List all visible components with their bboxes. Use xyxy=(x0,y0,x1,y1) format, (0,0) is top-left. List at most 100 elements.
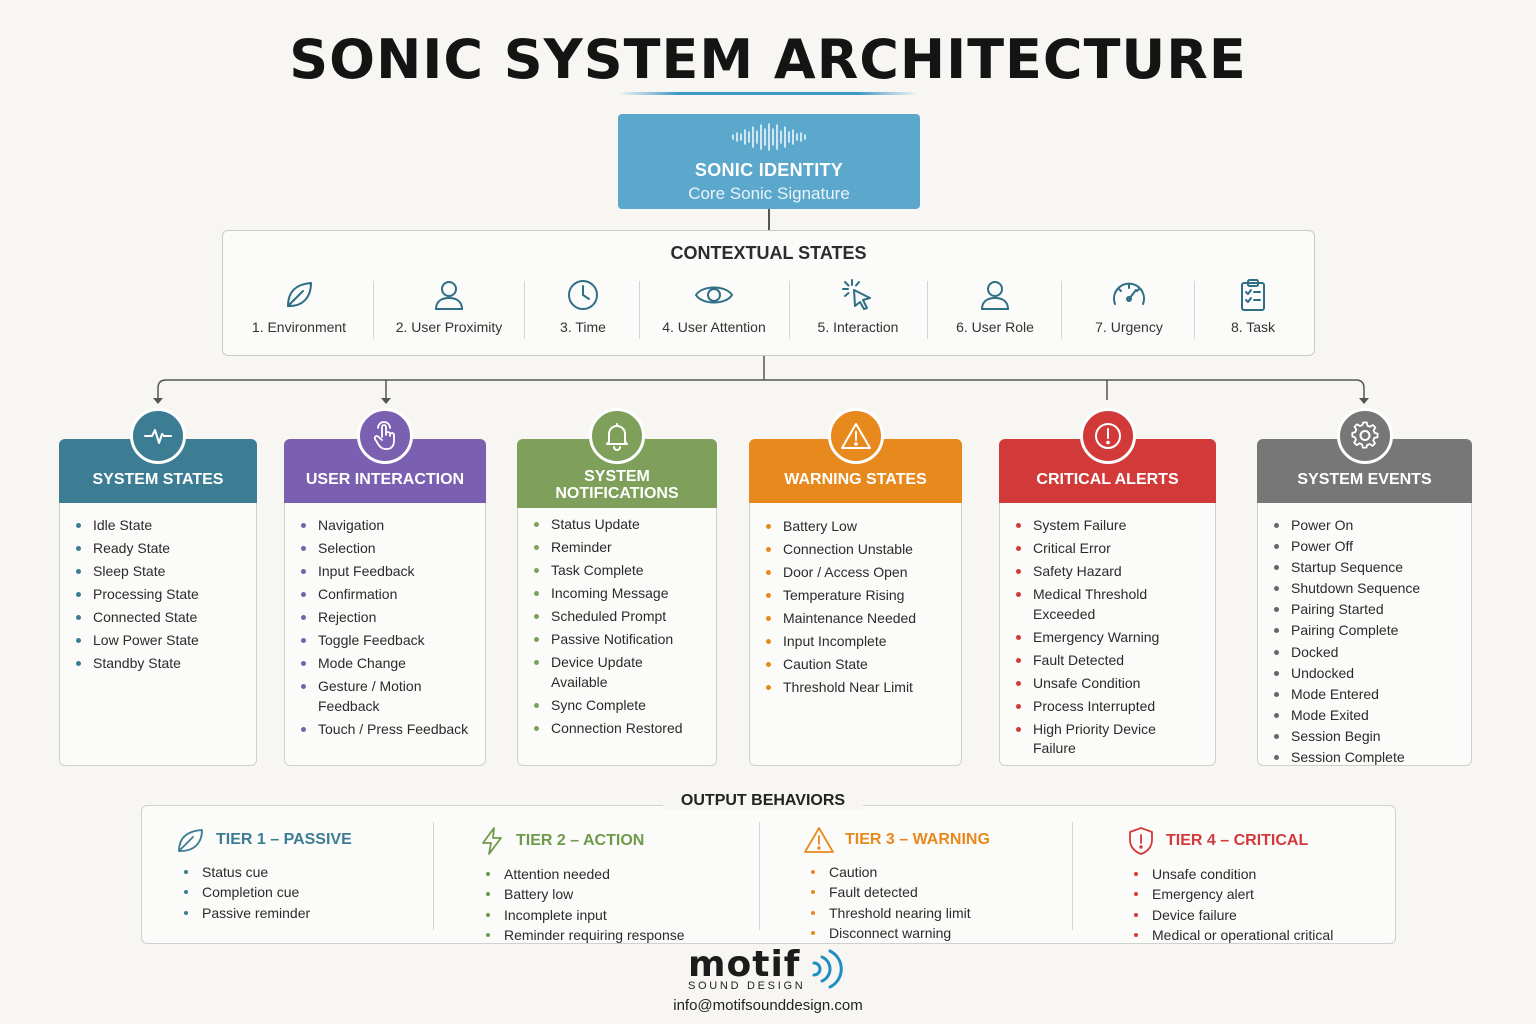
tier-header: TIER 2 – ACTION xyxy=(478,826,685,856)
user-icon xyxy=(434,281,464,310)
cursor-click-icon xyxy=(842,279,871,310)
output-behaviors-title: OUTPUT BEHAVIORS xyxy=(663,792,863,810)
list-item: Connection Unstable xyxy=(766,540,953,560)
list-item: Device failure xyxy=(1134,905,1333,925)
divider xyxy=(373,281,374,339)
list-item: Pairing Complete xyxy=(1274,621,1463,641)
tier-title: TIER 2 – ACTION xyxy=(516,832,645,849)
tier-title: TIER 3 – WARNING xyxy=(845,831,990,848)
context-item-user-proximity: 2. User Proximity xyxy=(387,277,511,335)
connector-line xyxy=(768,209,770,230)
warning-triangle-icon xyxy=(840,423,871,449)
context-label: 8. Task xyxy=(1230,319,1276,335)
list-item: Incoming Message xyxy=(534,584,708,604)
divider xyxy=(789,281,790,339)
list-item: Touch / Press Feedback xyxy=(301,720,477,740)
category-icon-badge xyxy=(1336,408,1393,464)
list-item: Undocked xyxy=(1274,664,1463,684)
list-item: Threshold Near Limit xyxy=(766,678,953,698)
context-item-user-role: 6. User Role xyxy=(937,277,1053,335)
context-item-task: 8. Task xyxy=(1203,277,1303,335)
leaf-icon xyxy=(287,282,312,307)
category-title: SYSTEM NOTIFICATIONS xyxy=(555,468,679,502)
context-item-time: 3. Time xyxy=(535,277,631,335)
list-item: Unsafe Condition xyxy=(1016,674,1207,694)
contextual-states-panel: CONTEXTUAL STATES 1. Environment 2. User… xyxy=(222,230,1315,356)
divider xyxy=(1072,822,1073,930)
list-item: Ready State xyxy=(76,539,248,559)
list-item: Passive Notification xyxy=(534,630,708,650)
category-icon-badge xyxy=(130,408,186,464)
category-icon-badge xyxy=(357,408,413,464)
soundwave-icon xyxy=(732,123,806,151)
contextual-states-title: CONTEXTUAL STATES xyxy=(670,243,867,263)
list-item: Unsafe condition xyxy=(1134,864,1333,884)
list-item: Rejection xyxy=(301,608,477,628)
list-item: Incomplete input xyxy=(486,905,685,925)
shield-alert-icon xyxy=(1129,827,1153,855)
alert-circle-icon xyxy=(1094,423,1121,449)
list-item: Scheduled Prompt xyxy=(534,607,708,627)
list-item: Disconnect warning xyxy=(811,923,990,943)
tier-critical: TIER 4 – CRITICAL Unsafe condition Emerg… xyxy=(1126,826,1333,945)
context-label: 6. User Role xyxy=(956,319,1034,335)
tier-title: TIER 4 – CRITICAL xyxy=(1166,832,1309,849)
tier-header: TIER 4 – CRITICAL xyxy=(1126,826,1333,856)
list-item: Status Update xyxy=(534,515,708,535)
list-item: Selection xyxy=(301,539,477,559)
context-item-environment: 1. Environment xyxy=(237,277,361,335)
clipboard-icon xyxy=(1241,279,1265,311)
context-label: 2. User Proximity xyxy=(395,319,503,335)
list-item: Processing State xyxy=(76,585,248,605)
tier-action: TIER 2 – ACTION Attention needed Battery… xyxy=(478,826,685,945)
list-item: Sleep State xyxy=(76,562,248,582)
context-label: 3. Time xyxy=(560,319,606,335)
user-icon xyxy=(980,281,1010,310)
connector-lines xyxy=(153,356,1369,404)
list-item: Reminder xyxy=(534,538,708,558)
divider xyxy=(1061,281,1062,339)
gear-icon xyxy=(1350,421,1378,449)
identity-subtitle: Core Sonic Signature xyxy=(688,184,850,203)
category-title: USER INTERACTION xyxy=(305,471,465,488)
tier-header: TIER 1 – PASSIVE xyxy=(176,826,352,854)
list-item: Power On xyxy=(1274,516,1463,536)
divider xyxy=(433,822,434,930)
list-item: Completion cue xyxy=(184,882,352,902)
contact-email[interactable]: info@motifsounddesign.com xyxy=(673,997,863,1014)
list-item: Docked xyxy=(1274,643,1463,663)
category-system-states: SYSTEM STATES Idle State Ready State Sle… xyxy=(59,408,257,766)
warning-triangle-icon xyxy=(804,827,834,853)
list-item: Emergency alert xyxy=(1134,884,1333,904)
identity-title: SONIC IDENTITY xyxy=(694,160,844,180)
context-label: 1. Environment xyxy=(251,319,347,335)
soundwave-icon xyxy=(812,949,843,989)
category-title: SYSTEM STATES xyxy=(92,471,224,488)
divider xyxy=(639,281,640,339)
list-item: Battery low xyxy=(486,884,685,904)
list-item: Pairing Started xyxy=(1274,600,1463,620)
list-item: Status cue xyxy=(184,862,352,882)
list-item: Caution xyxy=(811,862,990,882)
list-item: Fault detected xyxy=(811,882,990,902)
list-item: Medical Threshold Exceeded xyxy=(1016,585,1166,624)
list-item: Confirmation xyxy=(301,585,477,605)
list-item: Attention needed xyxy=(486,864,685,884)
list-item: Emergency Warning xyxy=(1016,628,1207,648)
list-item: Power Off xyxy=(1274,537,1463,557)
list-item: Gesture / Motion Feedback xyxy=(301,677,477,716)
list-item: Input Feedback xyxy=(301,562,477,582)
tier-header: TIER 3 – WARNING xyxy=(803,826,990,854)
category-title: WARNING STATES xyxy=(784,471,927,488)
category-title: CRITICAL ALERTS xyxy=(1036,471,1179,488)
list-item: Idle State xyxy=(76,516,248,536)
output-behaviors-panel xyxy=(141,805,1396,944)
list-item: Fault Detected xyxy=(1016,651,1207,671)
list-item: Session Begin xyxy=(1274,727,1463,747)
divider xyxy=(1194,281,1195,339)
category-icon-badge xyxy=(827,408,884,464)
divider xyxy=(927,281,928,339)
context-label: 5. Interaction xyxy=(817,319,899,335)
tier-passive: TIER 1 – PASSIVE Status cue Completion c… xyxy=(176,826,352,923)
list-item: Medical or operational critical xyxy=(1134,925,1333,945)
